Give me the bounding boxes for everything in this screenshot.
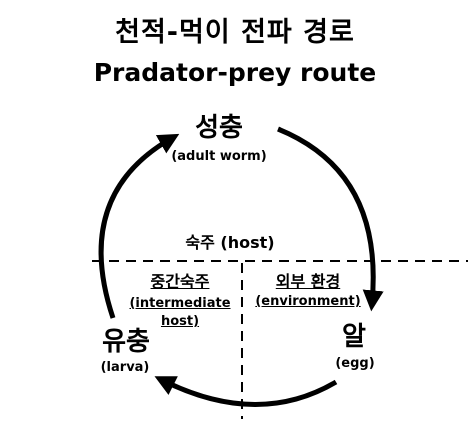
adult-worm-sublabel: (adult worm): [171, 149, 267, 164]
intermediate-host-sublabel-2: host): [160, 314, 200, 329]
intermediate-host-sublabel-1: (intermediate: [129, 296, 231, 311]
egg-label: 알: [342, 322, 366, 352]
arrow-adult-to-egg: [277, 126, 384, 312]
title-korean: 천적-먹이 전파 경로: [115, 17, 355, 48]
arrow-egg-to-larva: [154, 376, 338, 407]
egg-sublabel: (egg): [335, 356, 375, 371]
larva-sublabel: (larva): [100, 360, 150, 375]
host-label: 숙주 (host): [185, 233, 275, 252]
environment-label: 외부 환경: [275, 272, 341, 291]
environment-sublabel: (environment): [255, 294, 361, 309]
arrow-larva-to-adult: [98, 133, 180, 319]
larva-label: 유충: [102, 327, 150, 357]
intermediate-host-label: 중간숙주: [150, 272, 210, 291]
adult-worm-label: 성충: [195, 113, 243, 143]
title-english: Pradator-prey route: [93, 58, 377, 87]
